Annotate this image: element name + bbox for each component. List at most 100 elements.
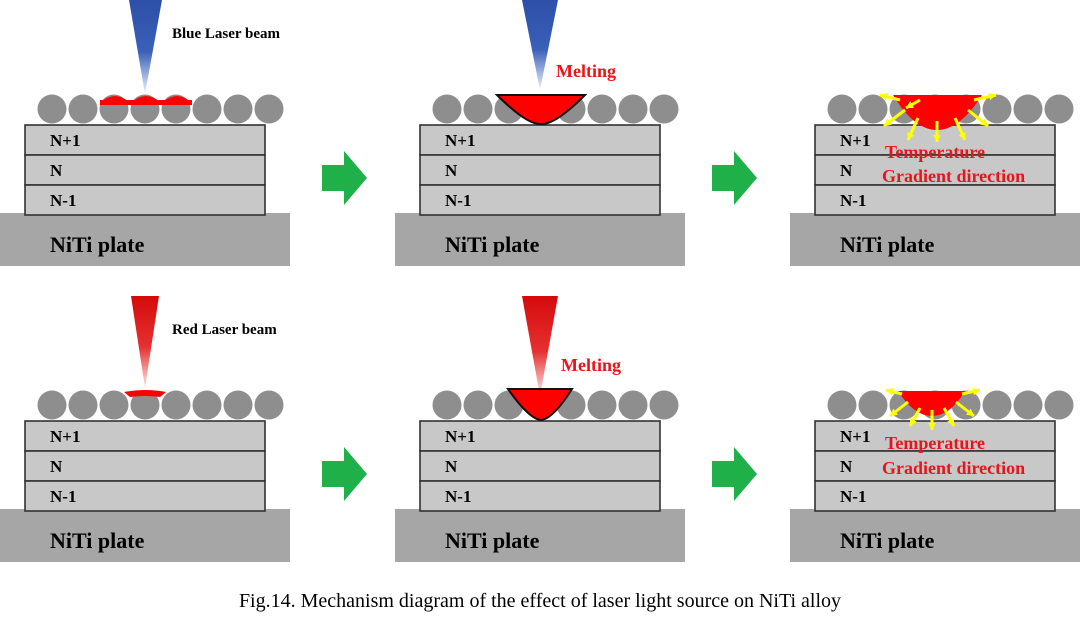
melt-pool: [494, 94, 588, 125]
powder-particle: [68, 94, 98, 124]
plate-label: NiTi plate: [50, 232, 145, 257]
plate-label: NiTi plate: [840, 232, 935, 257]
process-arrow-row1-a: [322, 151, 367, 205]
layer-label-0: N+1: [445, 427, 475, 446]
layer-label-2: N-1: [445, 191, 471, 210]
red-laser-beam: [522, 296, 558, 396]
layer-layer_bottom: [814, 480, 1056, 512]
powder-particle: [827, 94, 857, 124]
gradient-arrow-1-head: [890, 408, 898, 416]
plate-label: NiTi plate: [840, 528, 935, 553]
gradient-arrow-4-head: [958, 132, 966, 140]
process-arrow-row2-b: [712, 447, 757, 501]
melt-pool: [898, 391, 965, 416]
niti-plate: [395, 509, 685, 562]
gradient-arrow-3-head: [928, 422, 936, 430]
layer-layer_top: [419, 124, 661, 156]
powder-particle: [432, 390, 462, 420]
melt-cap: [124, 390, 166, 397]
gradient-arrow-5-head: [980, 118, 988, 126]
red-laser-beam: [131, 296, 159, 388]
layer-layer_mid: [419, 450, 661, 482]
gradient-arrow-3-head: [933, 134, 941, 142]
layer-label-2: N-1: [840, 191, 866, 210]
gradient-label: Gradient direction: [882, 458, 1025, 478]
gradient-arrow-2-head: [907, 132, 915, 140]
plate-label: NiTi plate: [445, 232, 540, 257]
niti-plate: [790, 509, 1080, 562]
powder-particle: [192, 94, 222, 124]
powder-particle: [649, 94, 679, 124]
layer-label-2: N-1: [50, 191, 76, 210]
gradient-arrow-2-head: [910, 418, 917, 426]
temperature-label: Temperature: [885, 142, 985, 162]
powder-particle: [223, 94, 253, 124]
niti-plate: [0, 213, 290, 266]
powder-particle: [130, 390, 160, 420]
gradient-arrow-4-head: [947, 418, 954, 426]
powder-particle: [254, 390, 284, 420]
niti-plate: [0, 509, 290, 562]
layer-layer_bottom: [24, 480, 266, 512]
gradient-arrow-1-head: [884, 118, 892, 126]
powder-particle: [463, 390, 493, 420]
niti-plate: [395, 213, 685, 266]
powder-particle: [618, 94, 648, 124]
layer-layer_bottom: [419, 184, 661, 216]
layer-label-2: N-1: [445, 487, 471, 506]
process-arrow-row2-a: [322, 447, 367, 501]
figure-caption: Fig.14. Mechanism diagram of the effect …: [238, 590, 842, 612]
melting-label: Melting: [556, 61, 616, 81]
layer-label-1: N: [840, 161, 853, 180]
gradient-arrow-0-head: [880, 92, 888, 101]
melt-pool: [506, 388, 574, 422]
layer-label-2: N-1: [840, 487, 866, 506]
layer-layer_mid: [419, 154, 661, 186]
layer-layer_mid: [24, 154, 266, 186]
blue-laser-beam: [129, 0, 162, 94]
layer-label-1: N: [50, 161, 63, 180]
melting-label: Melting: [561, 355, 621, 375]
powder-particle: [37, 94, 67, 124]
powder-particle: [161, 390, 191, 420]
powder-particle: [223, 390, 253, 420]
beam-label: Red Laser beam: [172, 322, 277, 338]
gradient-arrow-6-head: [972, 387, 980, 396]
powder-particle: [37, 390, 67, 420]
gradient-arrow-6-head: [988, 92, 996, 101]
layer-label-1: N: [445, 457, 458, 476]
layer-layer_top: [814, 420, 1056, 452]
powder-particle: [1013, 390, 1043, 420]
layer-label-0: N+1: [445, 131, 475, 150]
blue-laser-beam: [522, 0, 558, 90]
gradient-label: Gradient direction: [882, 166, 1025, 186]
powder-particle: [982, 390, 1012, 420]
powder-particle: [254, 94, 284, 124]
process-arrow-row1-b: [712, 151, 757, 205]
layer-label-2: N-1: [50, 487, 76, 506]
powder-particle: [68, 390, 98, 420]
powder-particle: [1013, 94, 1043, 124]
layer-layer_top: [24, 124, 266, 156]
gradient-arrow-5-head: [966, 408, 974, 416]
powder-particle: [587, 390, 617, 420]
layer-label-1: N: [445, 161, 458, 180]
layer-label-1: N: [50, 457, 63, 476]
layer-layer_bottom: [814, 184, 1056, 216]
powder-particle: [649, 390, 679, 420]
gradient-arrow-0-head: [886, 387, 894, 396]
powder-particle: [858, 94, 888, 124]
powder-particle: [192, 390, 222, 420]
powder-particle: [463, 94, 493, 124]
gradient-arrow-7-head: [906, 101, 914, 108]
powder-particle: [858, 390, 888, 420]
powder-particle: [618, 390, 648, 420]
layer-label-0: N+1: [840, 131, 870, 150]
plate-label: NiTi plate: [50, 528, 145, 553]
powder-particle: [99, 390, 129, 420]
panel-blue-2: NiTi plate N+1N N-1 Melting: [395, 0, 685, 266]
